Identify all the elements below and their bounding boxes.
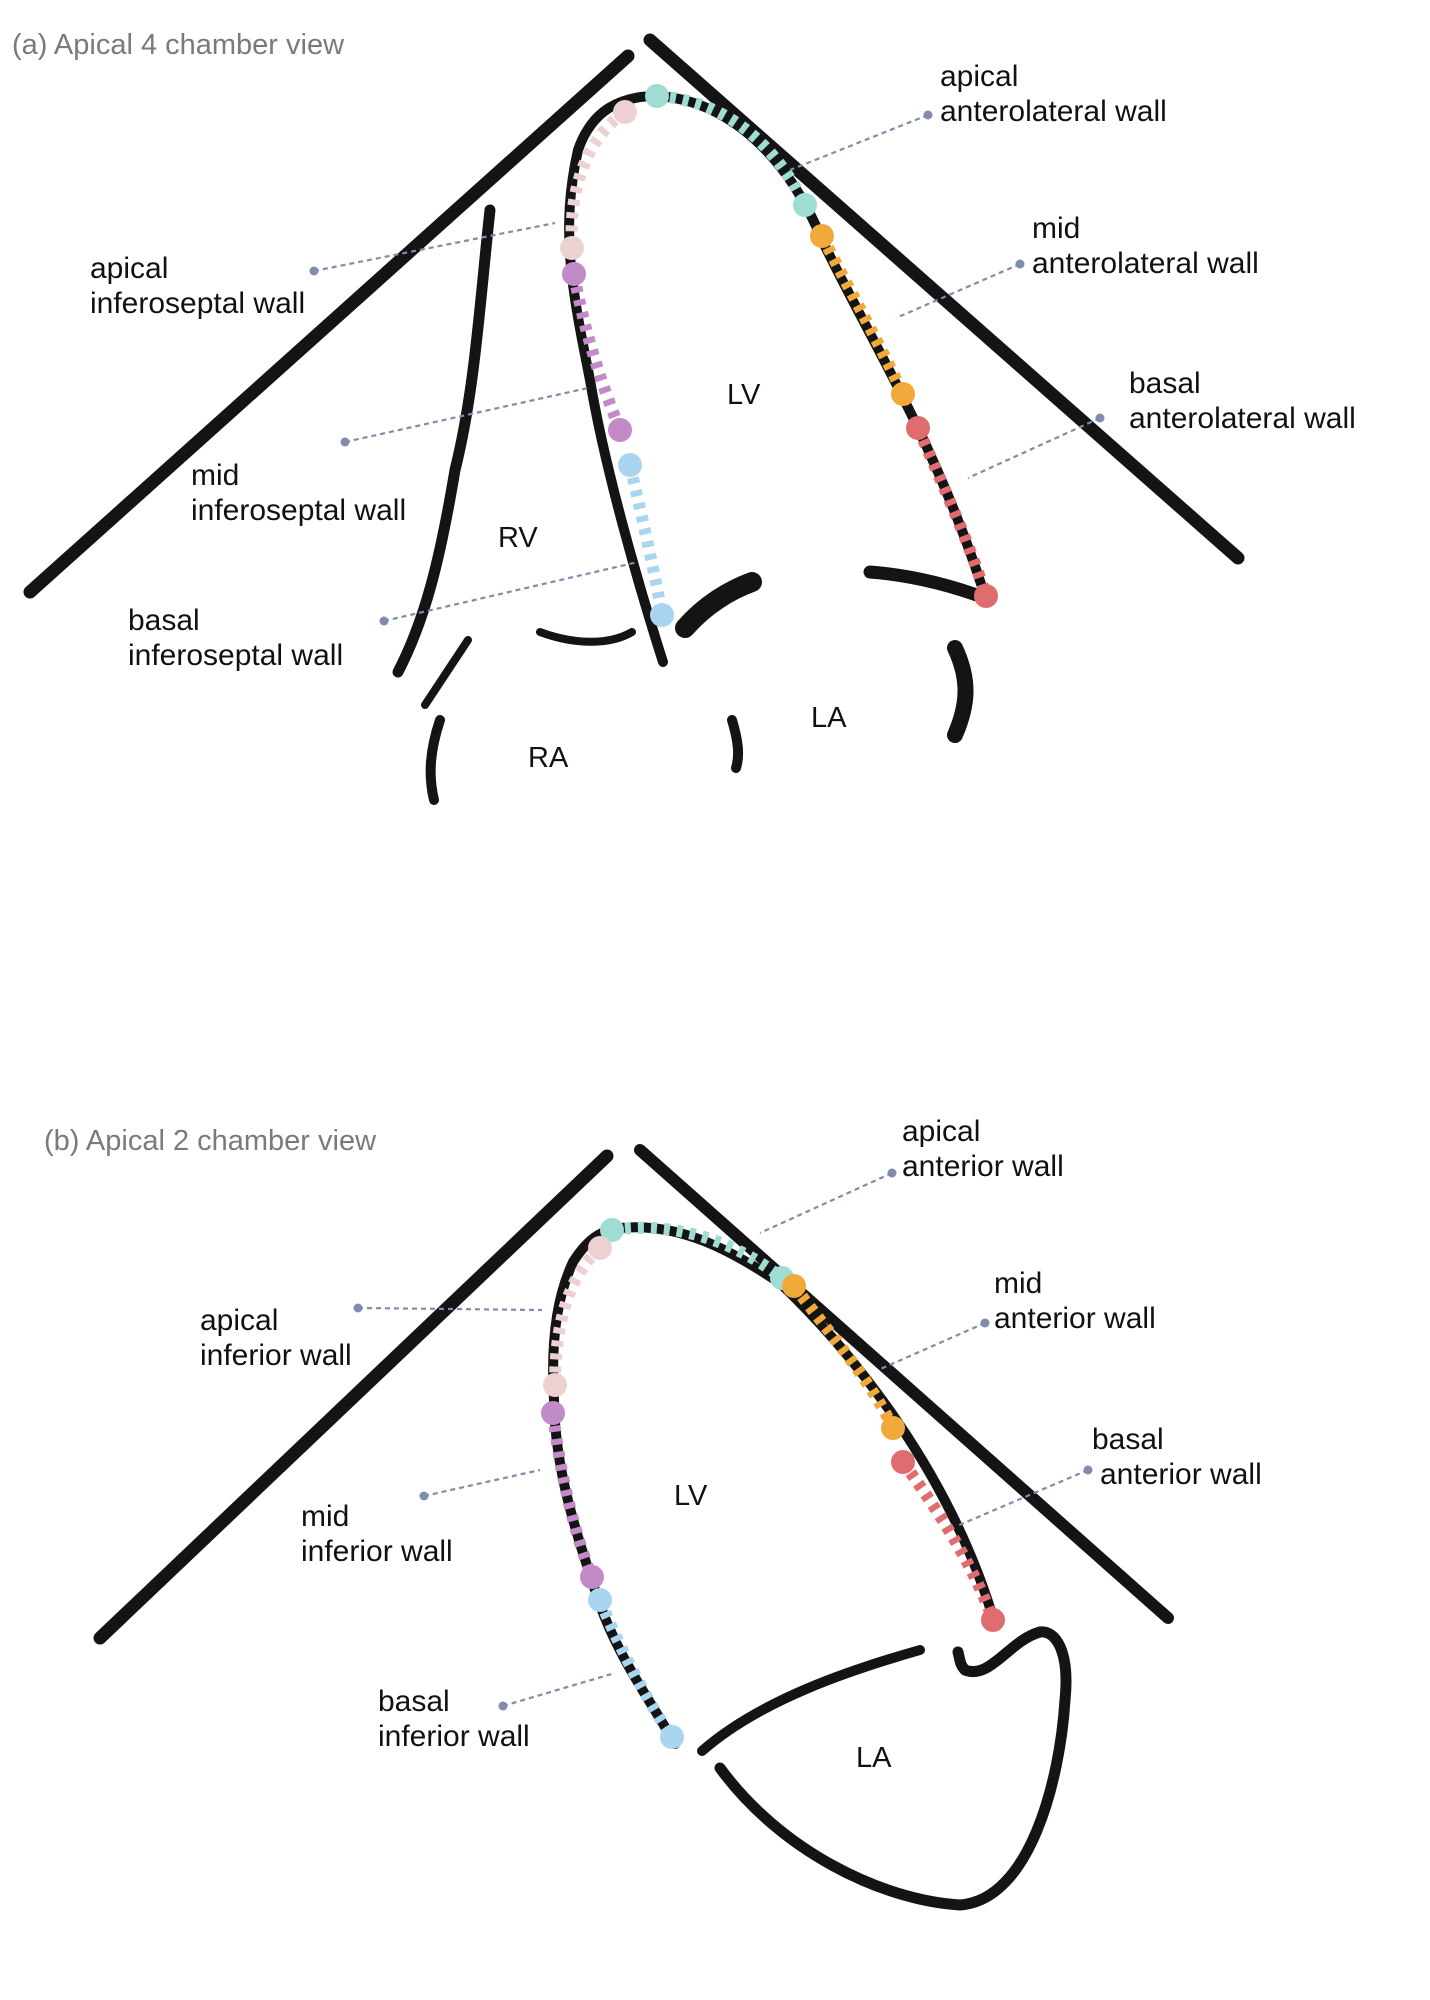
panel-b-la-label: LA bbox=[856, 1742, 892, 1774]
panel-b-lv-wall bbox=[548, 1222, 1000, 1749]
panel-b-sector-left-edge bbox=[93, 1149, 614, 1645]
panel-a-ra-label: RA bbox=[528, 742, 569, 774]
panel-b-lv-label: LV bbox=[674, 1480, 708, 1512]
panel-b-segment-basal-anterior bbox=[891, 1450, 1005, 1632]
panel-a-leader-apical-inferoseptal bbox=[313, 221, 556, 273]
panel-a-leader-apical-anterolateral bbox=[789, 113, 929, 172]
panel-b-leader-apical-inferior bbox=[357, 1306, 543, 1312]
panel-b-leader-apical-anterior bbox=[759, 1171, 893, 1235]
panel-a-rv-free-wall bbox=[392, 204, 496, 678]
panel-b-segment-apical-inferior bbox=[543, 1236, 612, 1397]
panel-a-leader-basal-inferoseptal bbox=[383, 560, 639, 623]
panel-a-la-label: LA bbox=[811, 702, 847, 734]
panel-a-tricuspid-leaflet bbox=[421, 636, 472, 709]
panel-a-la-lateral-wall bbox=[947, 640, 974, 743]
panel-a-leader-dot bbox=[923, 110, 933, 120]
panel-b-leader-dot bbox=[1083, 1465, 1093, 1475]
panel-b-segment-mid-inferior bbox=[541, 1401, 604, 1589]
panel-a-mitral-posterior-leaflet bbox=[863, 565, 992, 605]
panel-a-leader-mid-anterolateral bbox=[895, 262, 1021, 320]
panel-b-leader-dot bbox=[887, 1168, 897, 1178]
panel-b-leader-basal-anterior bbox=[956, 1468, 1089, 1528]
panel-a-segment-basal-inferoseptal bbox=[618, 453, 674, 627]
panel-b-leader-dot bbox=[980, 1318, 990, 1328]
panel-a-lv-label: LV bbox=[727, 379, 761, 411]
panel-b-sector-right-edge bbox=[634, 1144, 1174, 1624]
panel-a-leader-mid-inferoseptal bbox=[344, 386, 589, 444]
panel-a-atrial-septum bbox=[727, 715, 744, 773]
panel-a-segment-basal-anterolateral bbox=[906, 416, 998, 608]
panel-b-leader-mid-inferior bbox=[423, 1468, 541, 1498]
panel-a-leader-basal-anterolateral bbox=[967, 416, 1101, 480]
panel-a-title: (a) Apical 4 chamber view bbox=[12, 29, 345, 61]
panel-a-leader-dot bbox=[340, 437, 350, 447]
panel-b-segment-mid-anterior bbox=[782, 1274, 905, 1440]
panel-a-leader-dot bbox=[1015, 259, 1025, 269]
panel-a-segment-apical-anterolateral bbox=[645, 84, 817, 217]
panel-b-segment-basal-inferior bbox=[588, 1588, 684, 1749]
panel-b-mitral-anterior-leaflet bbox=[697, 1645, 925, 1756]
panel-a-segment-apical-inferoseptal bbox=[560, 100, 637, 260]
panel-b-leader-dot bbox=[419, 1491, 429, 1501]
panel-a-segment-mid-inferoseptal bbox=[562, 262, 632, 442]
panel-b-la-wall bbox=[714, 1626, 1072, 1911]
panel-a-leader-dot bbox=[1095, 413, 1105, 423]
panel-b-leader-dot bbox=[498, 1701, 508, 1711]
panel-b-apical-2-chamber: (b) Apical 2 chamber view bbox=[44, 1115, 1262, 1911]
panel-a-av-annulus-left bbox=[536, 628, 636, 646]
panel-a-sector-left-edge bbox=[23, 49, 635, 599]
panel-a-segment-mid-anterolateral bbox=[810, 224, 915, 406]
panel-b-leader-dot bbox=[353, 1303, 363, 1313]
panel-b-leader-basal-inferior bbox=[502, 1671, 616, 1708]
panel-a-ra-wall bbox=[425, 715, 445, 805]
panel-a-leader-dot bbox=[309, 266, 319, 276]
panel-a-apical-4-chamber: (a) Apical 4 chamber view bbox=[12, 29, 1356, 805]
panel-b-title: (b) Apical 2 chamber view bbox=[44, 1125, 377, 1157]
panel-a-mitral-anterior-leaflet bbox=[675, 572, 762, 638]
panel-a-rv-label: RV bbox=[498, 522, 538, 554]
panel-b-leader-mid-anterior bbox=[877, 1321, 986, 1372]
panel-a-leader-dot bbox=[379, 616, 389, 626]
